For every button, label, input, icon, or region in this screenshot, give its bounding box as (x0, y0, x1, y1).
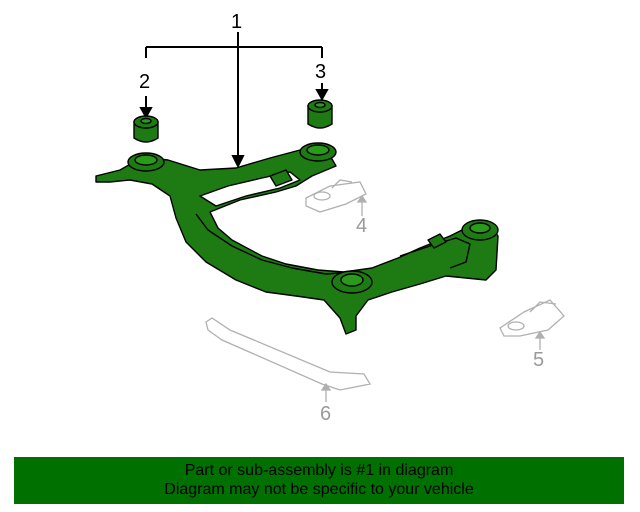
bracket-4 (305, 179, 368, 216)
bushing-2 (133, 115, 159, 143)
bracket-5 (499, 299, 565, 350)
callout-leader-3 (315, 83, 329, 102)
banner-line-1: Part or sub-assembly is #1 in diagram (184, 462, 454, 479)
banner-line-2: Diagram may not be specific to your vehi… (164, 481, 474, 498)
callout-leader-2 (139, 96, 153, 120)
brace-6 (205, 317, 372, 402)
callout-label-5: 5 (533, 349, 545, 371)
callout-label-2: 2 (139, 71, 151, 93)
callout-label-3: 3 (315, 61, 327, 83)
bushing-3 (307, 99, 333, 129)
info-banner: Part or sub-assembly is #1 in diagram Di… (14, 457, 624, 504)
subframe (95, 142, 499, 335)
callout-label-1: 1 (231, 11, 243, 33)
callout-label-4: 4 (356, 215, 368, 237)
callout-leader-1 (145, 32, 323, 169)
parts-diagram (95, 32, 565, 402)
callout-label-6: 6 (320, 403, 332, 425)
